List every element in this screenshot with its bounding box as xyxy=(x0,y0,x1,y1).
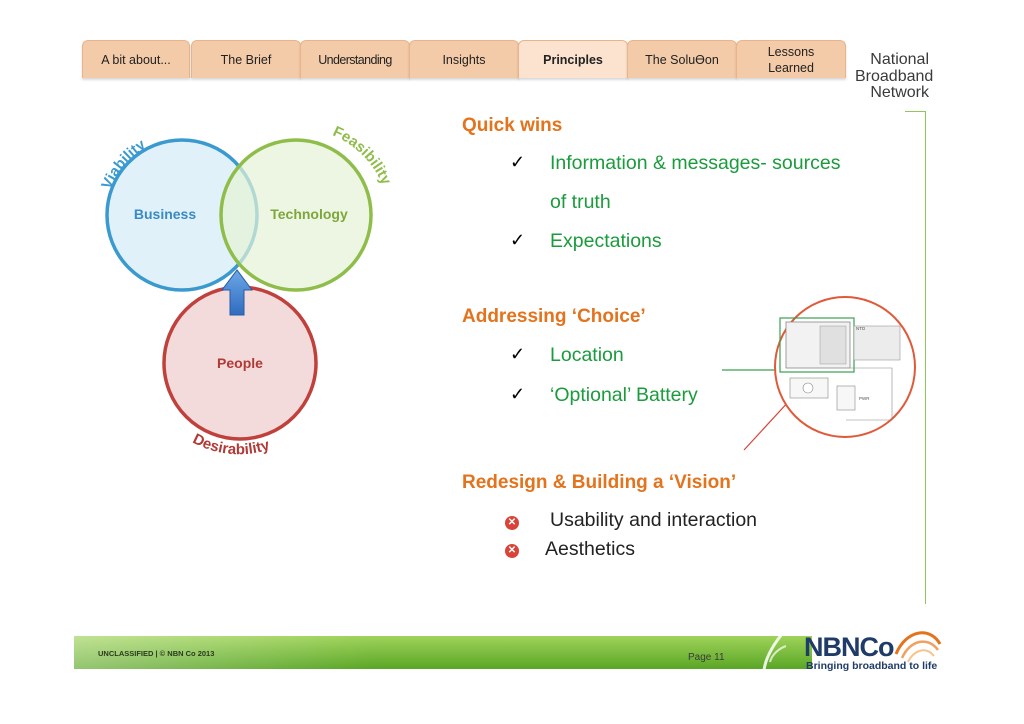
pwr-device-label: PWR xyxy=(859,396,870,401)
vision-item-1: Usability and interaction xyxy=(550,509,758,531)
classification-label: UNCLASSIFIED | © NBN Co 2013 xyxy=(98,649,215,658)
ntd-panel xyxy=(819,325,847,365)
technology-circle xyxy=(219,138,373,292)
footer-bar xyxy=(74,636,812,669)
brand-line-2: Broadband xyxy=(855,67,934,85)
socket-port xyxy=(802,382,814,394)
checkmark-icon: ✓ xyxy=(510,152,526,172)
quick-wins-item-1-line-2: of truth xyxy=(550,191,611,213)
cross-icon: ✕ xyxy=(505,544,519,558)
quick-wins-heading: Quick wins xyxy=(462,115,563,136)
choice-heading: Addressing ‘Choice’ xyxy=(462,306,646,327)
quick-wins-item-2: Expectations xyxy=(550,230,662,252)
tab-principles[interactable]: Principles xyxy=(518,40,628,78)
choice-item-1: Location xyxy=(550,344,624,366)
people-label: People xyxy=(217,355,263,371)
power-unit xyxy=(836,385,856,411)
device-cable xyxy=(846,367,893,421)
ntd-device-illustration: NTD PWR xyxy=(722,296,916,451)
connector-line-diagonal xyxy=(743,399,791,451)
ntd-device-label: NTD xyxy=(856,326,866,331)
vision-heading: Redesign & Building a ‘Vision’ xyxy=(462,472,737,493)
brand-line-1: National xyxy=(870,51,929,68)
brand-line-3: Network xyxy=(870,84,929,101)
checkmark-icon: ✓ xyxy=(510,384,526,404)
footer-leaf-graphic xyxy=(762,633,787,671)
divider-tick xyxy=(905,111,926,112)
battery-unit xyxy=(853,325,901,361)
nbnco-logo: NBNCo xyxy=(804,632,894,662)
nbnco-swirl-icon xyxy=(894,631,942,663)
page-number: Page 11 xyxy=(688,652,725,663)
business-label: Business xyxy=(134,206,196,222)
checkmark-icon: ✓ xyxy=(510,230,526,250)
up-arrow-icon xyxy=(221,269,253,316)
choice-item-2: ‘Optional’ Battery xyxy=(550,384,698,406)
venn-diagram: Business Technology People Viability Fea… xyxy=(98,123,395,458)
tab-the-solution[interactable]: The SoluƟon xyxy=(627,40,737,78)
tab-lessons-learned[interactable]: Lessons Learned xyxy=(736,40,846,78)
cross-icon: ✕ xyxy=(505,516,519,530)
tab-insights[interactable]: Insights xyxy=(409,40,519,78)
footer-bar-highlight xyxy=(74,636,374,669)
tab-a-bit-about[interactable]: A bit about... xyxy=(82,40,190,78)
tab-understanding[interactable]: Understanding xyxy=(300,40,410,78)
checkmark-icon: ✓ xyxy=(510,344,526,364)
technology-label: Technology xyxy=(270,206,348,222)
nbnco-tagline: Bringing broadband to life xyxy=(806,660,938,672)
vision-item-2: Aesthetics xyxy=(545,538,635,560)
quick-wins-item-1-line-1: Information & messages- sources xyxy=(550,152,841,174)
right-divider-line xyxy=(925,112,926,604)
tab-the-brief[interactable]: The Brief xyxy=(191,40,301,78)
national-broadband-network-brand: National Broadband Network xyxy=(855,51,934,102)
